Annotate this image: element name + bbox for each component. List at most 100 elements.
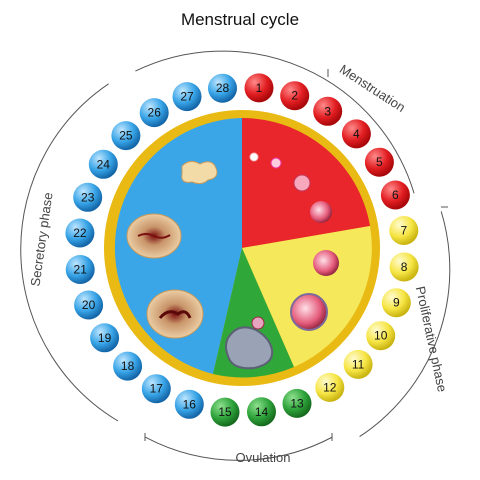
day-16-ball: 16 <box>174 389 204 419</box>
day-28-label: 28 <box>216 81 230 95</box>
day-6-label: 6 <box>392 188 399 202</box>
day-24-ball: 24 <box>88 149 118 179</box>
day-27-ball: 27 <box>172 82 202 112</box>
day-22-label: 22 <box>73 226 87 240</box>
day-25-ball: 25 <box>111 121 141 151</box>
day-15-circle <box>210 397 240 427</box>
day-4-ball: 4 <box>341 119 371 149</box>
day-18-ball: 18 <box>113 351 143 381</box>
day-26-circle <box>139 98 169 128</box>
tissue-small <box>181 160 218 185</box>
day-11-ball: 11 <box>343 349 373 379</box>
day-20-label: 20 <box>82 298 96 312</box>
day-5-label: 5 <box>376 155 383 169</box>
follicle-4 <box>310 201 332 223</box>
diagram-title: Menstrual cycle <box>180 10 300 29</box>
day-10-ball: 10 <box>366 321 396 351</box>
day-21-label: 21 <box>74 263 88 277</box>
day-10-label: 10 <box>374 329 388 343</box>
day-10-circle <box>366 321 396 351</box>
day-8-ball: 8 <box>389 252 419 282</box>
day-19-label: 19 <box>98 331 112 345</box>
day-14-circle <box>247 397 276 427</box>
day-26-label: 26 <box>148 106 162 120</box>
day-1-label: 1 <box>256 81 263 95</box>
day-15-ball: 15 <box>210 397 240 427</box>
day-16-label: 16 <box>183 397 197 411</box>
day-17-ball: 17 <box>141 374 171 404</box>
day-24-circle <box>88 149 118 179</box>
day-3-circle <box>313 96 343 126</box>
day-27-label: 27 <box>180 90 194 104</box>
follicle-6 <box>290 293 328 331</box>
day-28-circle <box>208 73 237 103</box>
day-17-label: 17 <box>150 382 164 396</box>
day-13-circle <box>282 388 312 418</box>
day-23-label: 23 <box>81 190 95 204</box>
day-25-label: 25 <box>119 129 133 143</box>
day-9-label: 9 <box>393 296 400 310</box>
endometrium-illustrations <box>126 160 218 339</box>
ring-arc-secretory <box>20 83 119 422</box>
day-23-circle <box>73 182 103 212</box>
day-balls: 1234567891011121314151617181920212223242… <box>65 73 419 427</box>
ovulating-follicle <box>225 326 274 370</box>
day-20-circle <box>74 290 104 320</box>
day-24-label: 24 <box>97 157 111 171</box>
day-6-ball: 6 <box>380 180 410 210</box>
day-3-ball: 3 <box>313 96 343 126</box>
ring-arc-menstruation <box>135 50 415 194</box>
day-22-ball: 22 <box>65 218 95 248</box>
day-6-circle <box>380 180 410 210</box>
day-8-label: 8 <box>401 260 408 274</box>
day-7-label: 7 <box>400 224 407 238</box>
day-17-circle <box>141 374 171 404</box>
day-20-ball: 20 <box>74 290 104 320</box>
follicle-1 <box>249 152 259 162</box>
day-2-label: 2 <box>291 89 298 103</box>
day-13-ball: 13 <box>282 388 312 418</box>
day-5-circle <box>364 147 394 177</box>
label-ovulation: Ovulation <box>236 450 291 465</box>
day-16-circle <box>174 389 204 419</box>
day-21-circle <box>65 255 95 284</box>
day-18-circle <box>113 351 143 381</box>
day-9-circle <box>381 288 411 318</box>
day-13-label: 13 <box>290 396 304 410</box>
day-1-circle <box>244 73 274 103</box>
day-18-label: 18 <box>121 359 135 373</box>
day-7-ball: 7 <box>389 216 419 245</box>
day-7-circle <box>389 216 419 245</box>
day-12-ball: 12 <box>315 372 345 402</box>
day-2-ball: 2 <box>280 81 310 111</box>
day-4-circle <box>341 119 371 149</box>
day-27-circle <box>172 82 202 112</box>
day-25-circle <box>111 121 141 151</box>
outer-ring <box>20 50 451 461</box>
day-26-ball: 26 <box>139 98 169 128</box>
day-12-circle <box>315 372 345 402</box>
label-menstruation: Menstruation <box>337 61 408 115</box>
ring-arc-ovulation <box>145 436 333 461</box>
follicle-3 <box>293 174 311 192</box>
follicle-illustrations <box>225 152 339 370</box>
follicle-5 <box>313 250 339 276</box>
day-3-label: 3 <box>324 104 331 118</box>
day-21-ball: 21 <box>65 255 95 284</box>
ovum <box>251 316 265 330</box>
day-28-ball: 28 <box>208 73 237 103</box>
day-15-label: 15 <box>218 405 232 419</box>
day-19-ball: 19 <box>90 323 120 353</box>
day-8-circle <box>389 252 419 282</box>
day-4-label: 4 <box>353 127 360 141</box>
day-9-ball: 9 <box>381 288 411 318</box>
day-12-label: 12 <box>323 380 337 394</box>
label-secretory: Secretory phase <box>28 191 56 287</box>
day-14-label: 14 <box>255 405 269 419</box>
follicle-2 <box>270 157 282 169</box>
day-14-ball: 14 <box>247 397 276 427</box>
day-22-circle <box>65 218 95 248</box>
day-11-circle <box>343 349 373 379</box>
day-11-label: 11 <box>352 357 365 371</box>
